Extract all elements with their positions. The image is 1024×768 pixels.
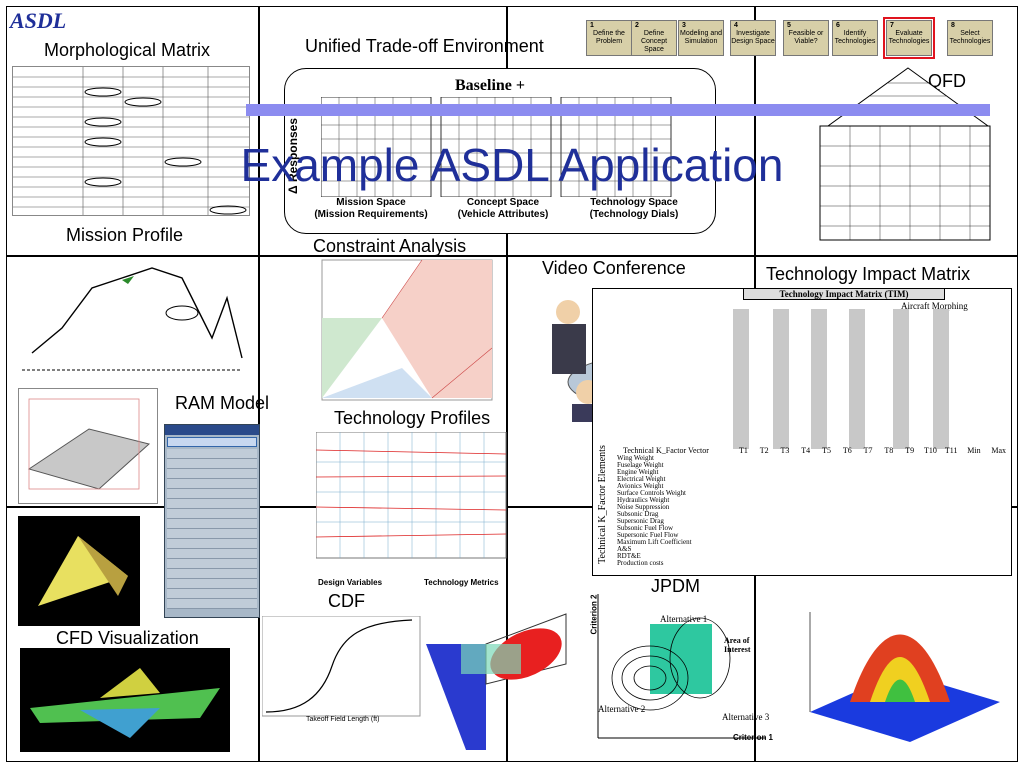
mission-profile-graphic <box>22 267 243 371</box>
tim-column-labels: T1 T2 T3 T4 T5 T6 T7 T8 T9 T10 T11 Min M… <box>738 446 1007 455</box>
tradeoff-panel: Baseline + Δ Responses Mission Space(Mis… <box>284 68 716 234</box>
cfd-image-2 <box>20 648 230 752</box>
label-unified-tradeoff: Unified Trade-off Environment <box>305 36 544 56</box>
grid-vertical-2 <box>506 6 508 762</box>
label-cdf: CDF <box>328 591 365 611</box>
label-technology-impact-matrix: Technology Impact Matrix <box>766 264 971 284</box>
tech-profiles-xlabel: Design Variables <box>318 578 383 587</box>
jpdm-graphic <box>597 594 766 739</box>
label-video-conference: Video Conference <box>542 258 686 278</box>
ram-model-thumbnail <box>18 388 158 504</box>
cdf-xlabel: Takeoff Field Length (ft) <box>306 716 380 723</box>
cdf-graphic <box>262 616 421 717</box>
label-ram-model: RAM Model <box>175 393 270 413</box>
label-constraint-analysis: Constraint Analysis <box>313 236 467 256</box>
tim-vector-header: Technical K_Factor Vector <box>623 446 709 455</box>
joint-probability-graphic <box>426 613 567 750</box>
title-band <box>246 104 990 116</box>
jpdm-alt3: Alternative 3 <box>722 712 770 722</box>
tim-title: Technology Impact Matrix (TIM) <box>743 288 945 300</box>
jpdm-criterion1: Criterion 1 <box>733 733 774 742</box>
mission-space-label: Mission Space(Mission Requirements) <box>314 197 428 220</box>
jpdm-alt1: Alternative 1 <box>660 614 708 624</box>
tim-column-headers <box>733 309 949 449</box>
label-qfd: QFD <box>928 71 966 91</box>
matrix-grid-graphic <box>13 67 249 215</box>
jpdm-alt2: Alternative 2 <box>598 704 646 714</box>
ram-model-panel <box>164 424 260 618</box>
label-cfd-visualization: CFD Visualization <box>56 628 199 648</box>
tech-profiles-ylabel: Technology Metrics <box>424 578 499 587</box>
label-mission-profile: Mission Profile <box>66 225 184 245</box>
label-morphological-matrix: Morphological Matrix <box>44 40 211 60</box>
cfd-image-1 <box>18 516 140 626</box>
page-title: Example ASDL Application <box>240 139 784 191</box>
asdl-logo: ASDL <box>10 8 67 33</box>
constraint-analysis-graphic <box>321 259 493 401</box>
jpdm-area: Area of Interest <box>724 636 751 654</box>
baseline-label: Baseline + <box>455 77 526 94</box>
concept-space-label: Concept Space(Vehicle Attributes) <box>457 197 549 220</box>
technology-profiles-graphic <box>316 432 507 559</box>
jpdm-criterion2: Criterion 2 <box>589 594 599 635</box>
tim-table: Technology Impact Matrix (TIM) Aircraft … <box>592 288 1012 576</box>
grid-horizontal-1 <box>6 255 1018 257</box>
morphological-matrix-thumbnail <box>12 66 250 216</box>
grid-vertical-1 <box>258 6 260 762</box>
grid-horizontal-2 <box>6 506 1018 508</box>
frame-border <box>6 6 1018 762</box>
label-jpdm: JPDM <box>651 576 700 596</box>
tim-group-label: Aircraft Morphing <box>901 301 968 311</box>
surface-plot-graphic <box>809 612 1000 742</box>
tim-side-label: Technical K_Factor Elements <box>596 445 608 564</box>
label-technology-profiles: Technology Profiles <box>334 408 491 428</box>
technology-space-label: Technology Space(Technology Dials) <box>589 197 679 220</box>
